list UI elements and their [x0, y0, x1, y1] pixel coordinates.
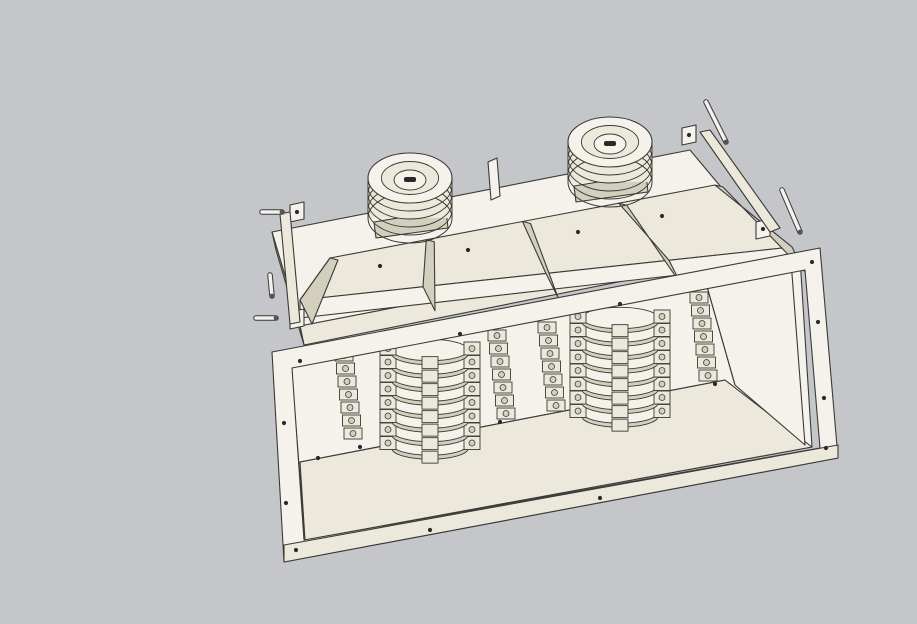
front-frame: [271, 247, 839, 563]
bolt-hole: [809, 259, 815, 265]
bolt-hole: [457, 331, 463, 337]
bolt-hole: [377, 263, 383, 269]
bolt-tip: [723, 139, 729, 145]
adjusting-bolt-left-bottom: [253, 315, 279, 321]
hopper-divider: [422, 239, 436, 312]
adjusting-bolt-left-top: [259, 209, 285, 215]
bolt-tip: [273, 315, 279, 321]
bolt-hole: [297, 358, 303, 364]
bolt-hole: [823, 445, 829, 451]
bracket-top-left: [289, 201, 305, 223]
bolt-shank: [704, 100, 728, 144]
feed-hopper: [299, 184, 805, 325]
drive-pulleys: [367, 116, 653, 244]
bolt-shank: [780, 188, 802, 234]
pulley-left: [367, 152, 453, 244]
front-frame-bottom-flange: [283, 444, 839, 563]
bolt-hole: [760, 226, 766, 232]
bolt-hole: [597, 495, 603, 501]
bolt-tip: [797, 229, 803, 235]
bolt-hole: [427, 527, 433, 533]
side-rail-left: [279, 211, 301, 325]
bolt-hole: [283, 500, 289, 506]
bolt-hole: [281, 420, 287, 426]
tensioning-brackets: [253, 99, 803, 330]
adjusting-bolt-top: [703, 99, 729, 145]
adjusting-bolt-left-mid: [267, 272, 275, 299]
bolt-hole: [659, 213, 665, 219]
pulley-right: [567, 116, 653, 208]
bracket-top-right: [681, 124, 697, 146]
bolt-hole: [465, 247, 471, 253]
bolt-hole: [821, 395, 827, 401]
pulley-shaft-keyway: [604, 141, 616, 146]
bolt-shank: [268, 273, 274, 298]
bolt-hole: [294, 209, 300, 215]
adjusting-bolt-right: [779, 187, 803, 235]
hopper-divider: [299, 257, 339, 325]
bolt-hole: [815, 319, 821, 325]
bolt-hole: [686, 132, 692, 138]
bolt-tip: [269, 293, 275, 299]
side-rail-right: [699, 129, 781, 233]
bolt-hole: [293, 547, 299, 553]
bolt-hole: [575, 229, 581, 235]
bolt-hole: [617, 301, 623, 307]
lifting-lug: [487, 157, 501, 201]
pulley-shaft-keyway: [404, 177, 416, 182]
bolt-tip: [279, 209, 285, 215]
